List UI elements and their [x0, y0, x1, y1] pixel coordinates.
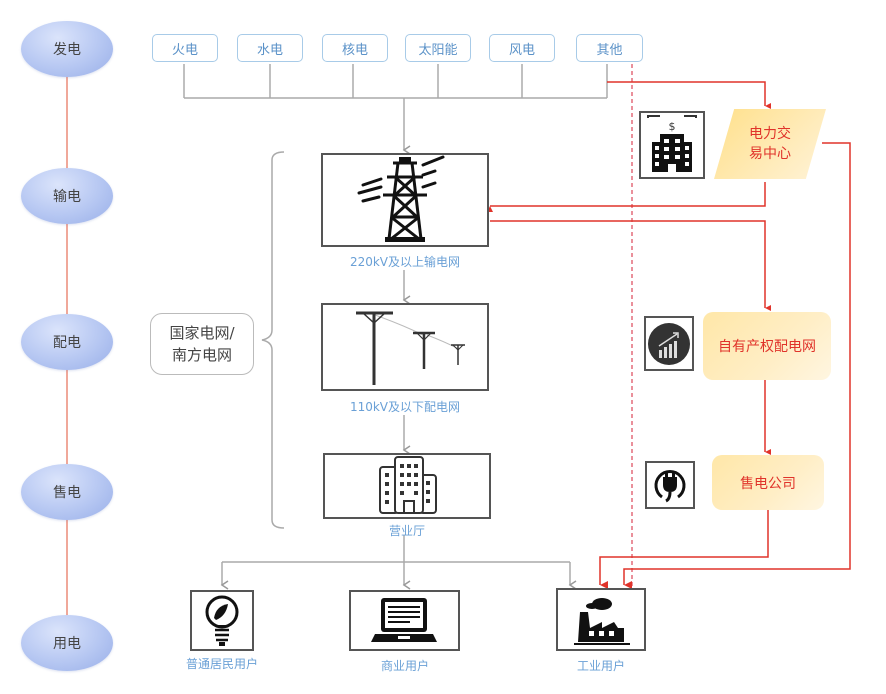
residential-user-label: 普通居民用户 [185, 657, 258, 671]
source-thermal: 火电 [152, 34, 218, 62]
bank-building-dollar-icon: $ [647, 115, 697, 172]
source-wind: 风电 [489, 34, 555, 62]
retail-company-node: 售电公司 [712, 455, 824, 510]
trading-center-line1: 电力交 [749, 126, 791, 142]
residential-user-box [190, 590, 254, 651]
source-solar: 太阳能 [405, 34, 471, 62]
service-hall-box [323, 453, 491, 519]
source-hydro: 水电 [237, 34, 303, 62]
stage-transmission: 输电 [21, 168, 113, 224]
stage-label: 配电 [53, 335, 81, 351]
private-grid-icon-box [644, 316, 694, 371]
source-label: 风电 [508, 42, 535, 58]
trading-center-node: 电力交 易中心 [714, 109, 826, 179]
source-label: 其他 [596, 42, 623, 58]
factory-icon [574, 598, 630, 645]
stage-generation: 发电 [21, 21, 113, 77]
stage-consumption: 用电 [21, 615, 113, 671]
transmission-tower-icon [357, 155, 445, 242]
source-label: 火电 [171, 42, 198, 58]
service-hall-caption: 营业厅 [388, 524, 425, 538]
utility-poles-icon [356, 311, 465, 385]
private-grid-node: 自有产权配电网 [703, 312, 831, 380]
stage-label: 发电 [53, 42, 81, 58]
transmission-grid-box [321, 153, 489, 247]
grid-operator-box: 国家电网/ 南方电网 [150, 313, 254, 375]
growth-chart-icon [648, 322, 690, 365]
lightbulb-leaf-icon [205, 595, 239, 646]
market-flow-lines [487, 81, 851, 589]
retail-company-icon-box [645, 461, 695, 509]
transmission-caption: 220kV及以上输电网 [349, 255, 461, 269]
laptop-icon [371, 598, 437, 642]
trading-center-line2: 易中心 [749, 146, 791, 162]
industrial-user-label: 工业用户 [576, 659, 625, 673]
stage-label: 售电 [53, 485, 81, 501]
stage-label: 用电 [53, 636, 81, 652]
grid-operator-bracket [261, 151, 285, 529]
industrial-user-box [556, 588, 646, 651]
grid-operator-line1: 国家电网/ [169, 324, 235, 342]
distribution-caption: 110kV及以下配电网 [349, 400, 461, 414]
source-other: 其他 [576, 34, 643, 62]
retail-company-label: 售电公司 [740, 475, 796, 492]
state-grid-flow [220, 270, 577, 590]
svg-text:$: $ [669, 120, 676, 133]
commercial-user-box [349, 590, 460, 651]
sources-bus [183, 64, 608, 155]
source-label: 核电 [341, 42, 368, 58]
private-grid-label: 自有产权配电网 [718, 339, 816, 355]
commercial-user-label: 商业用户 [380, 659, 429, 673]
stage-label: 输电 [53, 189, 81, 205]
stage-distribution: 配电 [21, 314, 113, 370]
stage-retail: 售电 [21, 464, 113, 520]
office-building-icon [379, 456, 437, 514]
trading-center-icon-box: $ [639, 111, 705, 179]
source-label: 水电 [256, 42, 283, 58]
distribution-grid-box [321, 303, 489, 391]
grid-operator-line2: 南方电网 [171, 346, 232, 364]
power-plug-icon [654, 470, 686, 503]
source-nuclear: 核电 [322, 34, 388, 62]
source-label: 太阳能 [418, 42, 458, 58]
